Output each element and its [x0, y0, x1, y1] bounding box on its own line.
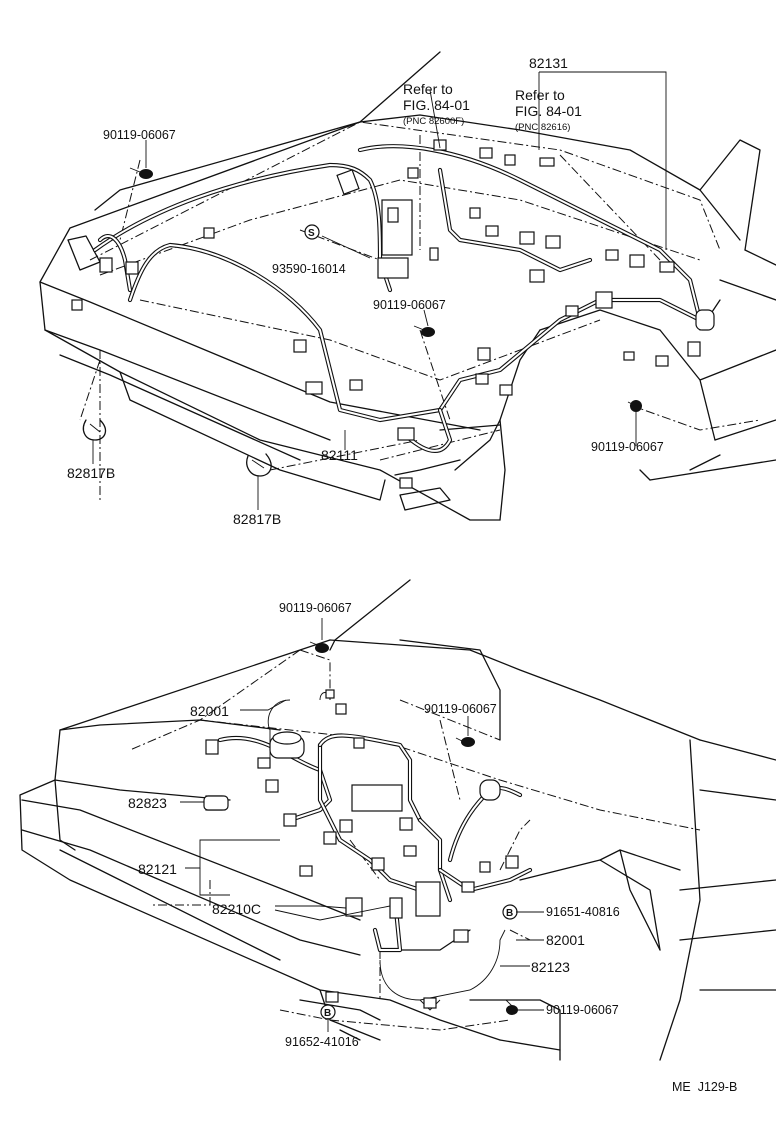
bottom-labels: 90119-06067 82001 90119-06067 82823 8212… — [128, 601, 620, 1049]
b-symbol-right-icon: B — [502, 904, 518, 920]
label-refer-right-2: FIG. 84-01 — [515, 103, 582, 119]
s-symbol-icon: S — [304, 224, 320, 240]
bottom-fasteners: B B — [203, 641, 518, 1020]
label-82001-top: 82001 — [190, 703, 229, 719]
b-symbol-right-text: B — [506, 908, 513, 919]
bottom-car-body-outline — [19, 579, 776, 1061]
b-symbol-left-icon: B — [320, 1004, 336, 1020]
bolt-top-icon — [309, 641, 329, 653]
bolt-mid-icon — [455, 737, 475, 747]
bolt-center-icon — [413, 325, 435, 337]
label-82123: 82123 — [531, 959, 570, 975]
label-refer-left-2: FIG. 84-01 — [403, 97, 470, 113]
clamp-center-icon — [246, 453, 272, 477]
bolt-lower-icon — [505, 999, 518, 1015]
top-fasteners — [82, 167, 642, 477]
label-82131: 82131 — [529, 55, 568, 71]
bottom-leader-lines — [180, 618, 544, 1032]
label-clamp-left: 82817B — [67, 465, 115, 481]
diagram-id: ME J129-B — [672, 1080, 737, 1094]
label-bolt-right: 90119-06067 — [591, 440, 664, 454]
bolt-right-icon — [627, 400, 642, 412]
label-82210c: 82210C — [212, 901, 261, 917]
top-labels: 82131 Refer to FIG. 84-01 (PNC 82600F) R… — [67, 55, 664, 527]
label-91651: 91651-40816 — [546, 905, 620, 919]
label-refer-left-pnc: (PNC 82600F) — [403, 116, 464, 127]
bottom-dashdot-lines — [129, 649, 701, 1031]
clamp-82823-icon — [203, 795, 229, 811]
label-clamp-center: 82817B — [233, 511, 281, 527]
bolt-top-left-icon — [129, 167, 153, 179]
s-symbol-text: S — [308, 228, 315, 239]
label-refer-right-pnc: (PNC 82616) — [515, 122, 570, 133]
label-bolt-mid: 90119-06067 — [424, 702, 497, 716]
label-82001-right: 82001 — [546, 932, 585, 948]
label-82111: 82111 — [321, 447, 358, 463]
label-93590: 93590-16014 — [272, 262, 346, 276]
label-bolt-top: 90119-06067 — [279, 601, 352, 615]
clamp-left-icon — [82, 419, 107, 441]
label-bolt-lower: 90119-06067 — [546, 1003, 619, 1017]
label-bolt-top-left: 90119-06067 — [103, 128, 176, 142]
top-leader-lines — [92, 71, 667, 510]
label-refer-left-1: Refer to — [403, 81, 453, 97]
bottom-engine-bay-view: B B 90119-06067 — [19, 579, 776, 1061]
label-82121: 82121 — [138, 861, 177, 877]
label-82823: 82823 — [128, 795, 167, 811]
top-engine-bay-view: 82131 Refer to FIG. 84-01 (PNC 82600F) R… — [39, 51, 776, 527]
label-91652: 91652-41016 — [285, 1035, 359, 1049]
label-refer-right-1: Refer to — [515, 87, 565, 103]
top-connectors — [71, 139, 715, 489]
b-symbol-left-text: B — [324, 1008, 331, 1019]
bottom-wire-harness — [217, 692, 533, 1011]
label-bolt-center: 90119-06067 — [373, 298, 446, 312]
